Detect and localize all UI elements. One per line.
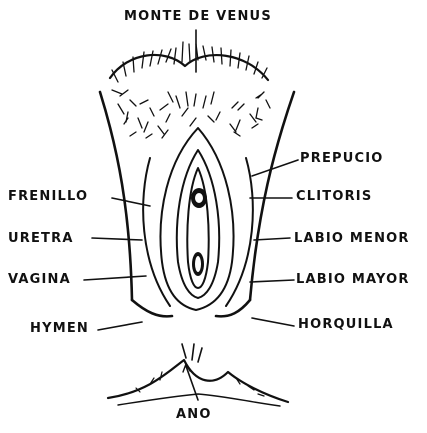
label-horquilla: HORQUILLA	[298, 318, 394, 331]
clitoris-mark	[191, 188, 207, 208]
vaginal-opening-mark	[192, 252, 204, 276]
label-labio-mayor: LABIO MAYOR	[296, 273, 410, 286]
label-labio-menor: LABIO MENOR	[294, 232, 410, 245]
label-uretra: URETRA	[8, 232, 74, 245]
label-prepucio: PREPUCIO	[300, 152, 384, 165]
label-frenillo: FRENILLO	[8, 190, 88, 203]
label-clitoris: CLITORIS	[296, 190, 372, 203]
leader-lines	[84, 30, 298, 400]
anus-region	[108, 344, 288, 406]
vulva-structure	[143, 128, 253, 310]
pubic-hair-region	[110, 42, 270, 138]
label-vagina: VAGINA	[8, 273, 71, 286]
label-ano: ANO	[176, 408, 212, 421]
label-hymen: HYMEN	[30, 322, 89, 335]
label-monte-de-venus: MONTE DE VENUS	[124, 10, 272, 23]
